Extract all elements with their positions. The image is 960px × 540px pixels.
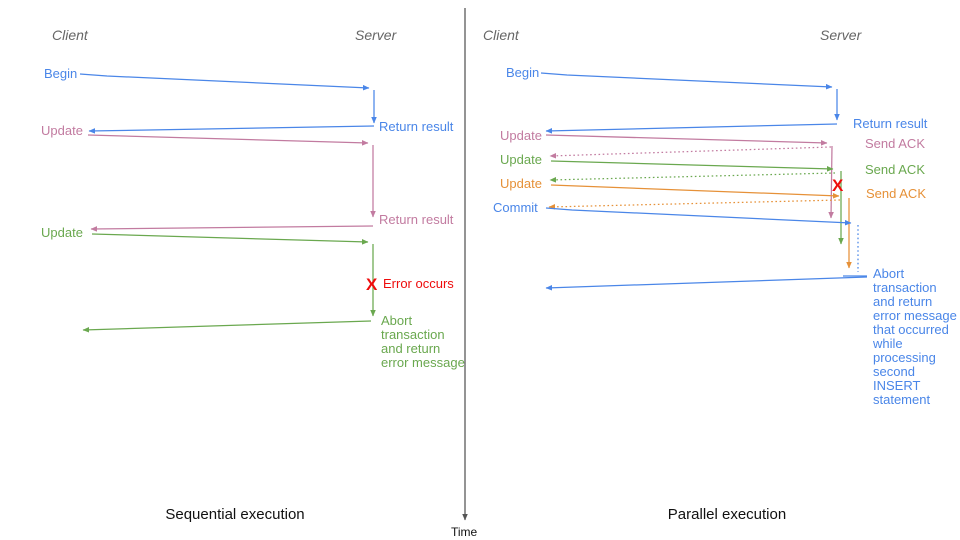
parallel-panel: Client Server Begin Return result Update… (483, 27, 957, 523)
seq-update-1-request-arrow (87, 134, 369, 146)
seq-return-result-1-arrow (88, 125, 375, 134)
par-commit-label: Commit (493, 200, 538, 215)
seq-abort-return-arrow (82, 320, 372, 333)
par-abort-line: second (873, 364, 915, 379)
par-send-ack-3-arrow (548, 199, 841, 210)
par-return-result-label: Return result (853, 116, 928, 131)
par-update-3-label: Update (500, 176, 542, 191)
par-update-1-label: Update (500, 128, 542, 143)
par-update-2-label: Update (500, 152, 542, 167)
seq-update-1-label: Update (41, 123, 83, 138)
seq-update-2-request-arrow (91, 233, 369, 245)
par-error-x-mark: X (832, 176, 844, 195)
seq-abort-line: transaction (381, 327, 445, 342)
par-abort-line: and return (873, 294, 932, 309)
par-update-1-processing-line (828, 145, 834, 219)
par-commit-request-arrow (545, 207, 852, 226)
par-update-3-request-arrow (550, 184, 840, 199)
seq-return-result-2-arrow (90, 225, 374, 232)
par-abort-line: Abort (873, 266, 904, 281)
seq-abort-line: Abort (381, 313, 412, 328)
par-abort-line: while (872, 336, 903, 351)
par-abort-line: that occurred (873, 322, 949, 337)
par-send-ack-1-arrow (549, 146, 832, 159)
seq-abort-line: error message (381, 355, 465, 370)
par-send-ack-2-arrow (549, 172, 836, 183)
par-update-1-request-arrow (545, 134, 828, 146)
sequential-panel: Client Server Begin Return result Update… (41, 27, 465, 523)
par-begin-label: Begin (506, 65, 539, 80)
time-axis: Time (451, 8, 478, 539)
seq-return-result-1-label: Return result (379, 119, 454, 134)
par-abort-line: INSERT (873, 378, 920, 393)
time-axis-label: Time (451, 525, 478, 539)
sequential-title: Sequential execution (165, 506, 304, 523)
par-send-ack-2-label: Send ACK (865, 162, 925, 177)
seq-begin-label: Begin (44, 66, 77, 81)
par-send-ack-1-label: Send ACK (865, 136, 925, 151)
par-abort-line: transaction (873, 280, 937, 295)
sequential-server-header: Server (355, 27, 398, 43)
par-abort-line: statement (873, 392, 930, 407)
par-update-2-request-arrow (550, 160, 834, 172)
par-abort-return-arrow (545, 276, 868, 291)
par-abort-line: error message (873, 308, 957, 323)
par-send-ack-3-label: Send ACK (866, 186, 926, 201)
seq-update-2-label: Update (41, 225, 83, 240)
parallel-title: Parallel execution (668, 506, 786, 523)
par-abort-message: Abort transaction and return error messa… (872, 266, 957, 407)
seq-begin-request-arrow (79, 73, 370, 91)
par-return-result-arrow (545, 123, 838, 134)
seq-error-x-mark: X (366, 275, 378, 294)
par-begin-request-arrow (540, 72, 833, 90)
sequential-client-header: Client (52, 27, 89, 43)
par-abort-line: processing (873, 350, 936, 365)
seq-error-occurs-label: Error occurs (383, 276, 454, 291)
parallel-client-header: Client (483, 27, 520, 43)
parallel-server-header: Server (820, 27, 863, 43)
seq-abort-line: and return (381, 341, 440, 356)
seq-abort-message: Abort transaction and return error messa… (381, 313, 465, 370)
seq-return-result-2-label: Return result (379, 212, 454, 227)
